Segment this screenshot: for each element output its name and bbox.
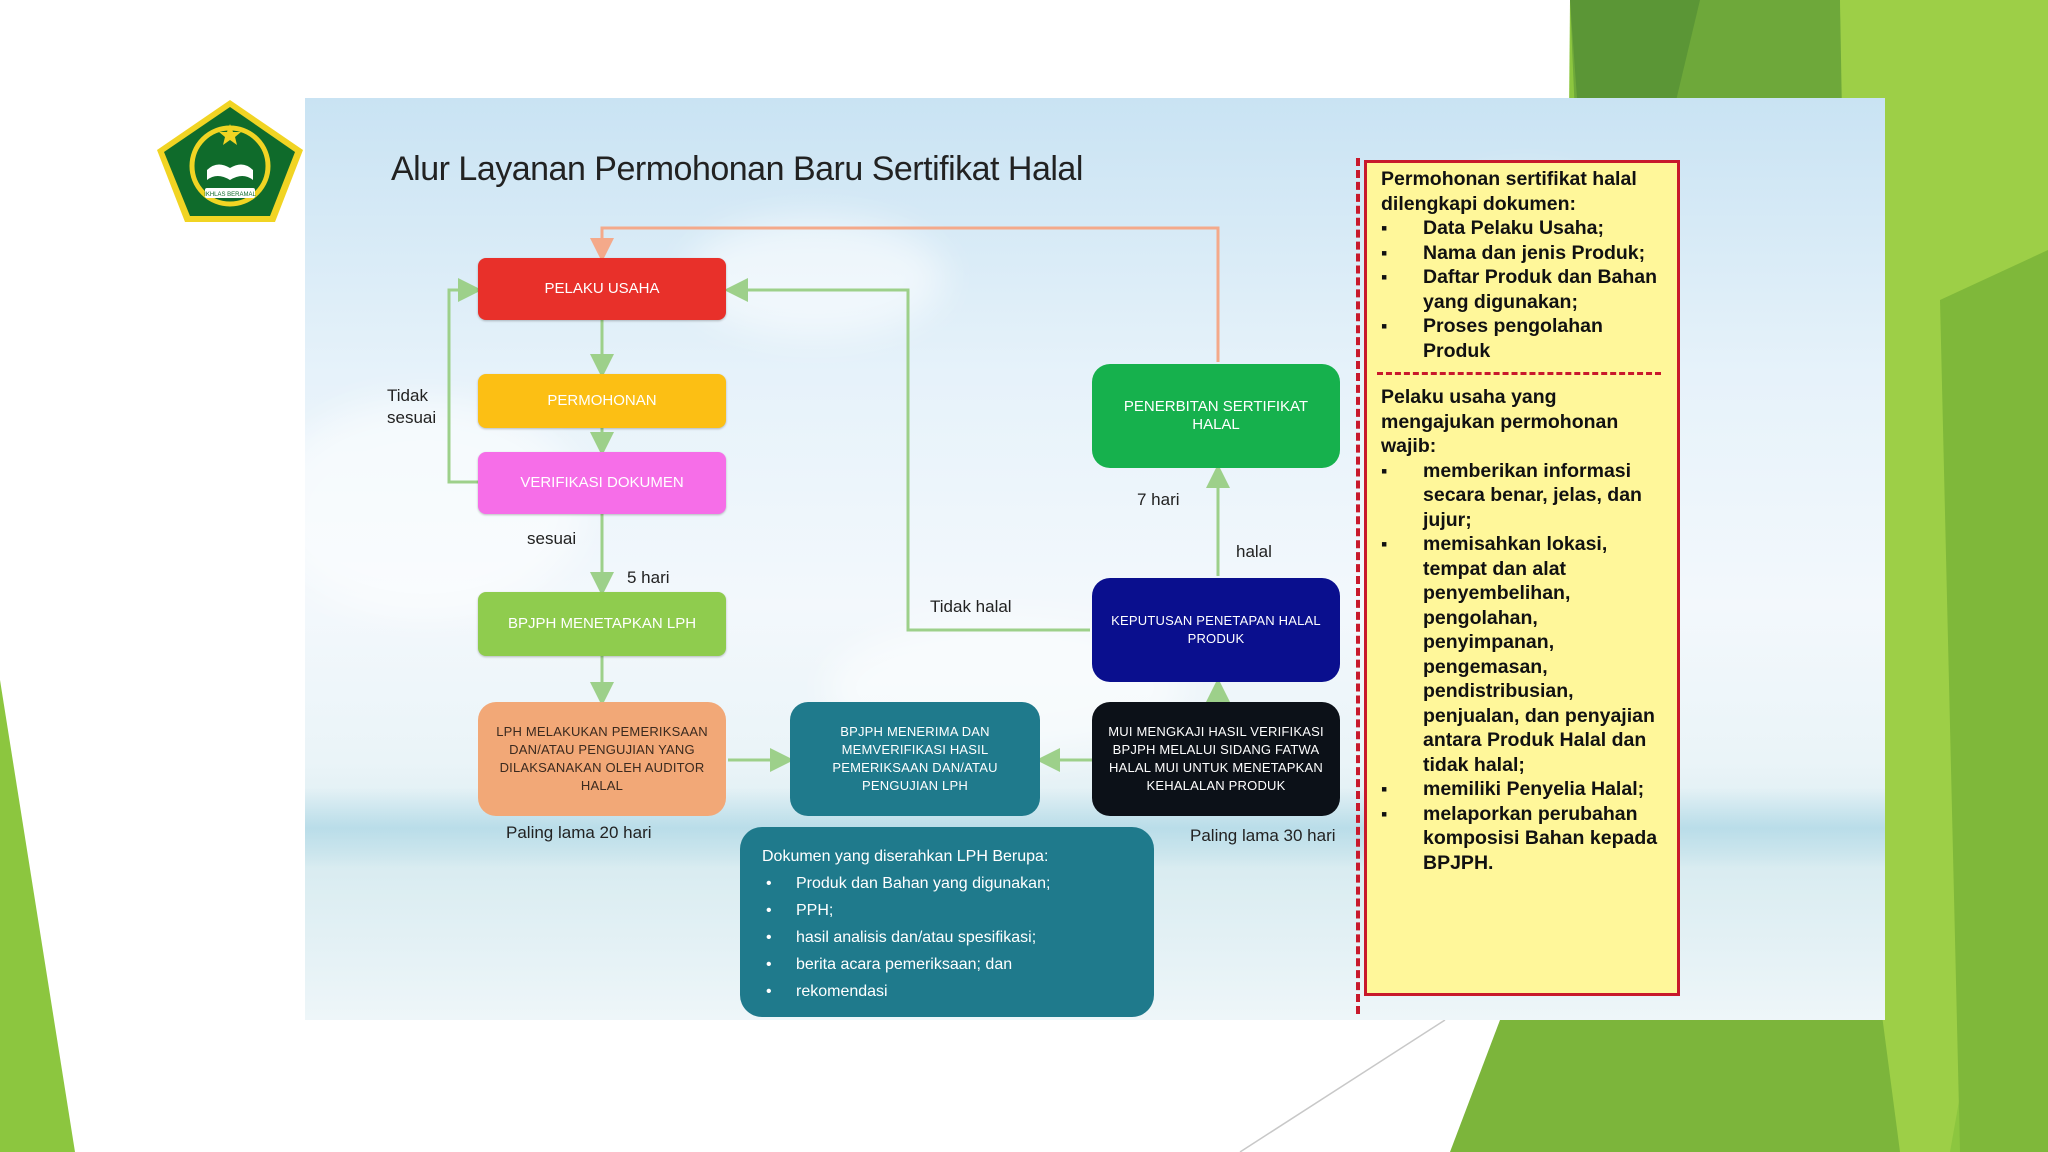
penerbitan-sertifikat-box: PENERBITAN SERTIFIKAT HALAL bbox=[1092, 364, 1340, 468]
requirements-intro: Permohonan sertifikat halal dilengkapi d… bbox=[1381, 168, 1637, 215]
dokumen-heading: Dokumen yang diserahkan LPH Berupa: bbox=[762, 848, 1049, 865]
list-item: rekomendasi bbox=[762, 978, 1132, 1005]
list-item: melaporkan perubahan komposisi Bahan kep… bbox=[1381, 802, 1667, 876]
requirements-panel: Permohonan sertifikat halal dilengkapi d… bbox=[1364, 160, 1680, 996]
list-item: Produk dan Bahan yang digunakan; bbox=[762, 870, 1132, 897]
dokumen-lph-box: Dokumen yang diserahkan LPH Berupa: Prod… bbox=[740, 827, 1154, 1017]
dashed-separator bbox=[1377, 372, 1661, 375]
label-sesuai: sesuai bbox=[527, 529, 577, 548]
permohonan-box: PERMOHONAN bbox=[478, 374, 726, 428]
red-dashed-divider bbox=[1356, 158, 1360, 1014]
kemenag-emblem-icon: IKHLAS BERAMAL bbox=[157, 100, 303, 222]
list-item: hasil analisis dan/atau spesifikasi; bbox=[762, 924, 1132, 951]
list-item: berita acara pemeriksaan; dan bbox=[762, 951, 1132, 978]
label-5-hari: 5 hari bbox=[627, 568, 670, 587]
obligations-list: memberikan informasi secara benar, jelas… bbox=[1381, 459, 1667, 876]
pelaku-usaha-box: PELAKU USAHA bbox=[478, 258, 726, 320]
label-tidak: Tidak bbox=[387, 386, 428, 405]
label-paling-30-hari: Paling lama 30 hari bbox=[1190, 826, 1336, 845]
verifikasi-dokumen-box: VERIFIKASI DOKUMEN bbox=[478, 452, 726, 514]
page-title: Alur Layanan Permohonan Baru Sertifikat … bbox=[391, 150, 1083, 188]
list-item: memberikan informasi secara benar, jelas… bbox=[1381, 459, 1667, 533]
label-7-hari: 7 hari bbox=[1137, 490, 1180, 509]
dokumen-list: Produk dan Bahan yang digunakan; PPH; ha… bbox=[762, 870, 1132, 1005]
list-item: Nama dan jenis Produk; bbox=[1381, 241, 1667, 266]
keputusan-penetapan-halal-box: KEPUTUSAN PENETAPAN HALAL PRODUK bbox=[1092, 578, 1340, 682]
list-item: Daftar Produk dan Bahan yang digunakan; bbox=[1381, 265, 1667, 314]
list-item: Data Pelaku Usaha; bbox=[1381, 216, 1667, 241]
list-item: PPH; bbox=[762, 897, 1132, 924]
list-item: Proses pengolahan Produk bbox=[1381, 314, 1667, 363]
lph-pemeriksaan-box: LPH MELAKUKAN PEMERIKSAAN DAN/ATAU PENGU… bbox=[478, 702, 726, 816]
list-item: memisahkan lokasi, tempat dan alat penye… bbox=[1381, 532, 1667, 777]
obligations-intro: Pelaku usaha yang mengajukan permohonan … bbox=[1381, 386, 1619, 457]
required-documents-list: Data Pelaku Usaha; Nama dan jenis Produk… bbox=[1381, 216, 1667, 363]
list-item: memiliki Penyelia Halal; bbox=[1381, 777, 1667, 802]
label-tidak-halal: Tidak halal bbox=[930, 597, 1012, 616]
label-paling-20-hari: Paling lama 20 hari bbox=[506, 823, 652, 842]
bpjph-verifikasi-box: BPJPH MENERIMA DAN MEMVERIFIKASI HASIL P… bbox=[790, 702, 1040, 816]
mui-sidang-fatwa-box: MUI MENGKAJI HASIL VERIFIKASI BPJPH MELA… bbox=[1092, 702, 1340, 816]
label-sesuai-left: sesuai bbox=[387, 408, 437, 427]
bpjph-menetapkan-lph-box: BPJPH MENETAPKAN LPH bbox=[478, 592, 726, 656]
logo-motto: IKHLAS BERAMAL bbox=[204, 192, 256, 198]
label-halal: halal bbox=[1236, 542, 1272, 561]
